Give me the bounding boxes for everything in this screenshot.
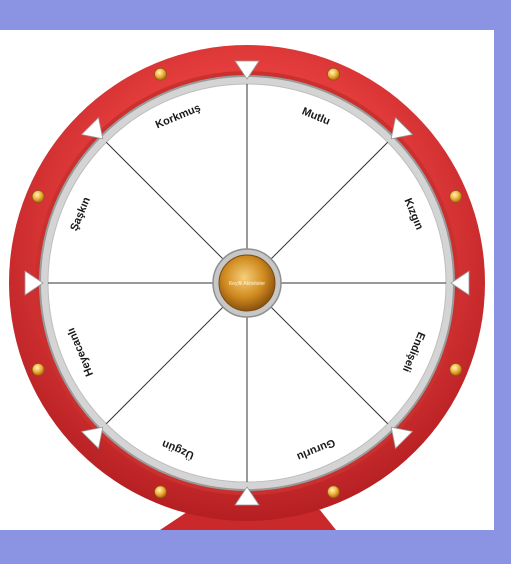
rim-bulb bbox=[32, 191, 44, 203]
rim-bulb bbox=[327, 486, 339, 498]
rim-bulb bbox=[450, 191, 462, 203]
rim-bulb bbox=[450, 363, 462, 375]
rim-bulb bbox=[327, 68, 339, 80]
rim-bulb bbox=[155, 68, 167, 80]
hub-text: Keyifli Aktiviteler bbox=[229, 281, 265, 287]
rim-bulb bbox=[32, 363, 44, 375]
rim-bulb bbox=[155, 486, 167, 498]
